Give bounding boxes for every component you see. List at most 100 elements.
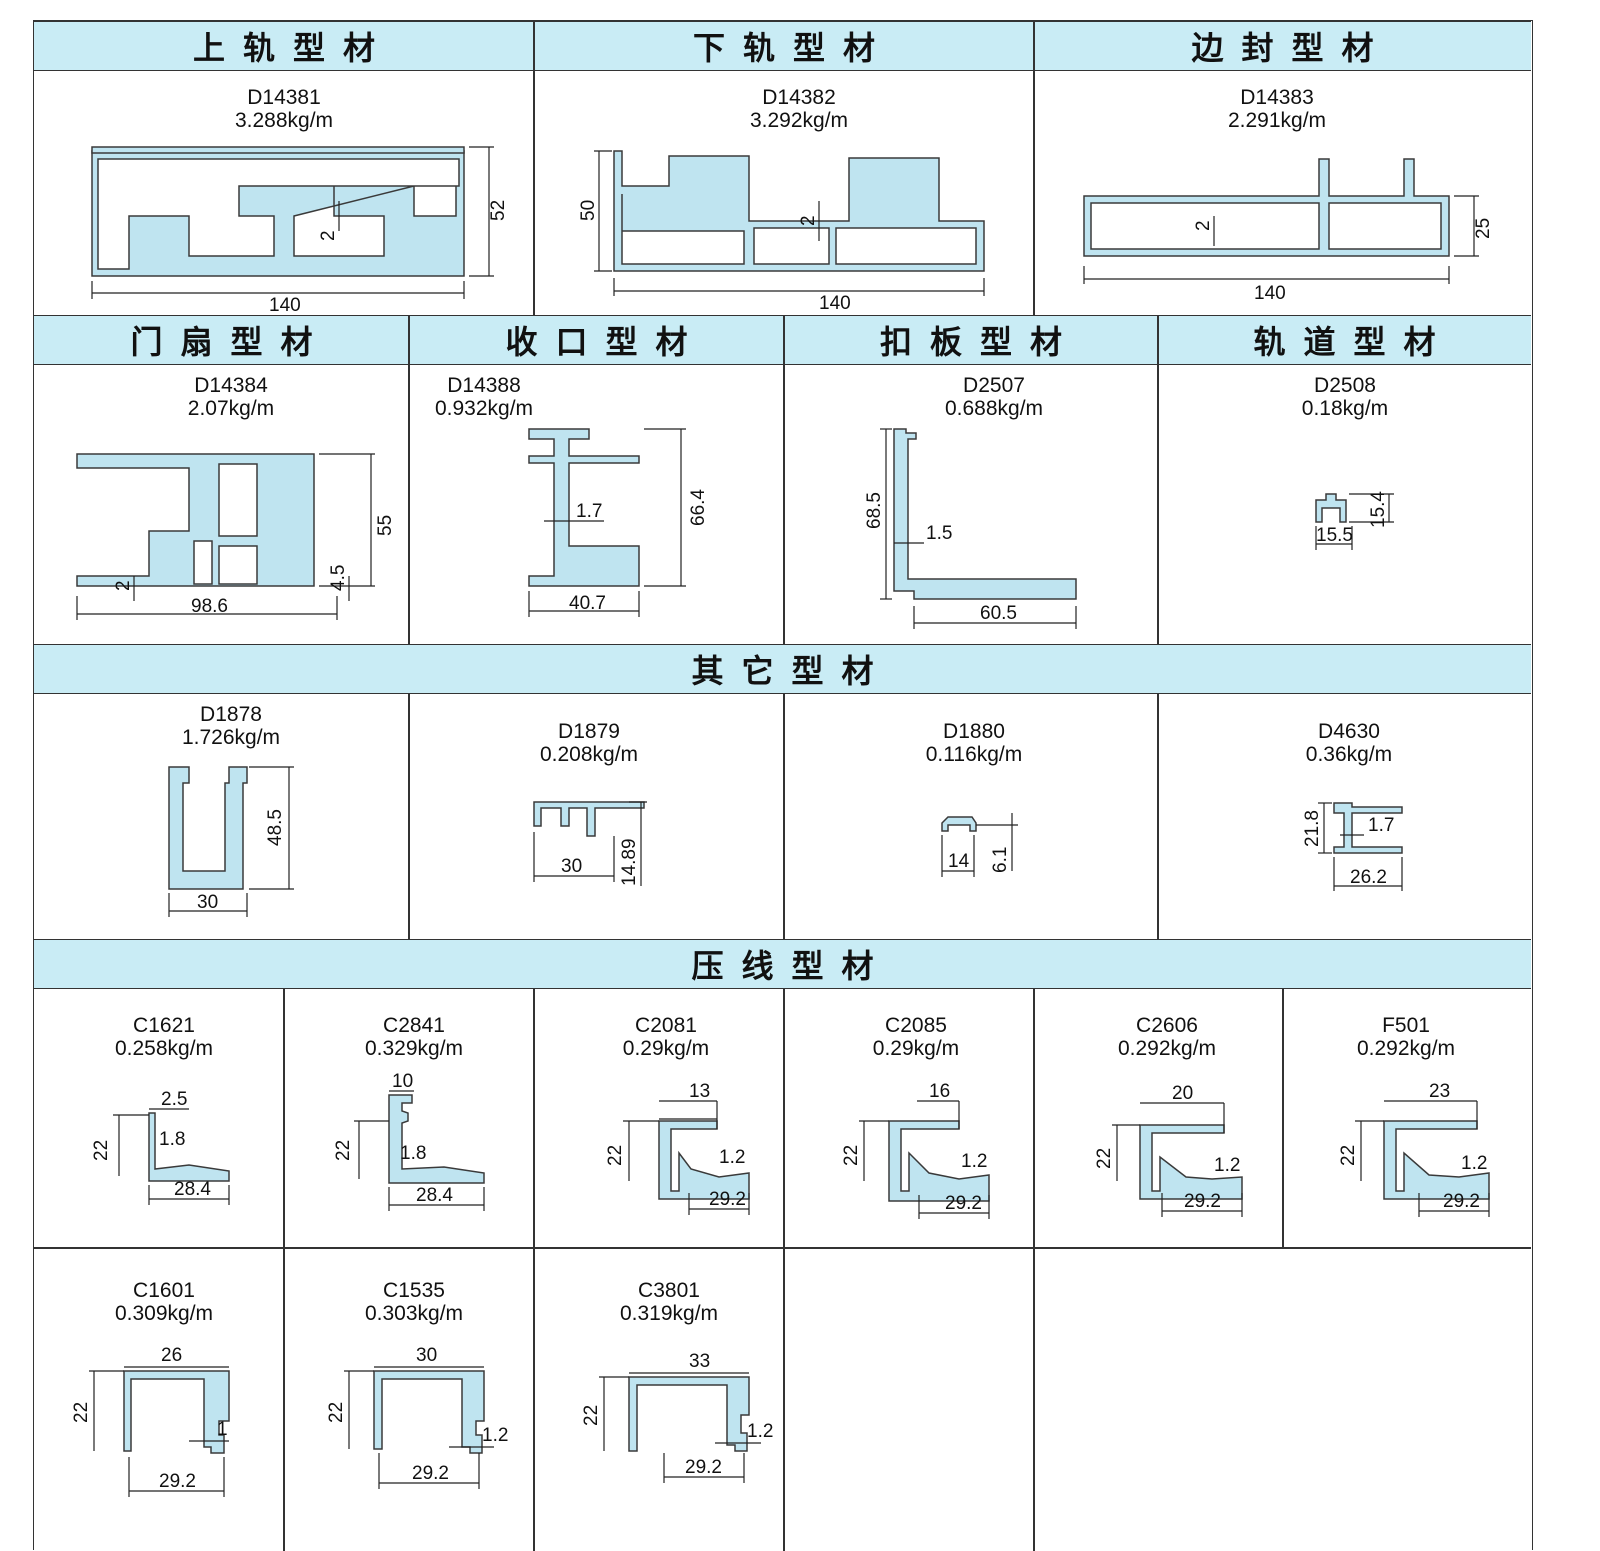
profile-code: C3801 <box>638 1279 700 1302</box>
header-clip-board: 扣板型材 <box>784 315 1158 365</box>
section-title: 压线型材 <box>691 947 892 985</box>
dim-height: 22 <box>605 1145 626 1166</box>
profile-drawing-c1621: 2.5 22 1.8 28.4 <box>91 1089 230 1205</box>
section-title: 上轨型材 <box>192 29 393 67</box>
profile-weight: 0.208kg/m <box>539 743 639 766</box>
profile-weight: 0.309kg/m <box>114 1302 214 1325</box>
profile-code: D2508 <box>1314 374 1376 397</box>
profile-drawing-f501: 23 22 1.2 29.2 <box>1338 1081 1490 1217</box>
profile-code: C2841 <box>383 1014 445 1037</box>
profile-weight: 0.18kg/m <box>1301 397 1389 420</box>
profile-weight: 1.726kg/m <box>181 726 281 749</box>
dim-height: 22 <box>1094 1148 1115 1169</box>
dim-height: 66.4 <box>688 489 709 526</box>
dim-width: 29.2 <box>159 1471 196 1492</box>
profile-drawing-d14381: 140 52 2 <box>91 146 509 316</box>
dim-top: 26 <box>161 1345 182 1366</box>
dim-height: 15.4 <box>1368 491 1389 528</box>
profile-weight: 0.29kg/m <box>872 1037 960 1060</box>
grid-line <box>408 694 410 939</box>
dim-width: 29.2 <box>709 1189 746 1210</box>
profile-weight: 0.292kg/m <box>1117 1037 1217 1060</box>
profile-weight: 2.291kg/m <box>1227 109 1327 132</box>
profile-weight: 0.303kg/m <box>364 1302 464 1325</box>
header-edge-seal: 边封型材 <box>1034 21 1531 71</box>
profile-drawing-d2507: 60.5 68.5 1.5 <box>864 428 1077 629</box>
grid-line <box>408 315 410 644</box>
profile-weight: 3.292kg/m <box>749 109 849 132</box>
grid-line <box>783 315 785 644</box>
dim-wall: 1.2 <box>719 1147 745 1168</box>
section-title: 轨道型材 <box>1253 323 1454 361</box>
dim-width: 30 <box>561 856 582 877</box>
dim-height: 48.5 <box>265 809 286 846</box>
dim-height: 22 <box>71 1402 92 1423</box>
dim-wall: 2 <box>318 230 339 241</box>
grid-line <box>283 989 285 1551</box>
dimension-lines <box>533 801 647 886</box>
dimension-lines <box>880 428 1077 629</box>
profile-code: C1535 <box>383 1279 445 1302</box>
profile-weight: 3.288kg/m <box>234 109 334 132</box>
profile-drawing-c1601: 26 22 1 29.2 <box>71 1345 230 1497</box>
profile-drawing-d14382: 140 50 2 <box>578 150 985 314</box>
profile-drawing-c2085: 16 22 1.2 29.2 <box>841 1081 990 1219</box>
profile-code: C2606 <box>1136 1014 1198 1037</box>
dim-width: 29.2 <box>1443 1191 1480 1212</box>
profile-weight: 0.36kg/m <box>1305 743 1393 766</box>
profile-weight: 0.329kg/m <box>364 1037 464 1060</box>
section-title: 下轨型材 <box>692 29 893 67</box>
dim-height: 22 <box>333 1140 354 1161</box>
dim-width: 29.2 <box>945 1193 982 1214</box>
profile-code: C2085 <box>885 1014 947 1037</box>
profile-code: C2081 <box>635 1014 697 1037</box>
profile-drawing-c2606: 20 22 1.2 29.2 <box>1094 1083 1243 1217</box>
dim-wall: 1.8 <box>400 1143 426 1164</box>
grid-line <box>1033 989 1035 1551</box>
grid-line <box>1157 694 1159 939</box>
header-track: 轨道型材 <box>1158 315 1531 365</box>
profile-code: D14384 <box>194 374 268 397</box>
dim-width: 29.2 <box>1184 1191 1221 1212</box>
profile-drawing-c2841: 10 22 1.8 28.4 <box>333 1071 485 1211</box>
section-title: 扣板型材 <box>879 323 1080 361</box>
dim-top: 20 <box>1172 1083 1193 1104</box>
dim-height: 22 <box>841 1145 862 1166</box>
header-closing: 收口型材 <box>409 315 784 365</box>
profile-code: D1880 <box>943 720 1005 743</box>
profile-drawing-d2508: 15.5 15.4 <box>1315 491 1394 550</box>
dim-width: 28.4 <box>174 1179 211 1200</box>
section-title: 收口型材 <box>505 323 706 361</box>
dim-wall: 2 <box>798 215 819 226</box>
profile-drawing-d1880: 14 6.1 <box>941 813 1018 877</box>
profile-code: F501 <box>1382 1014 1430 1037</box>
dimension-lines <box>1083 195 1479 284</box>
dim-wall: 1.7 <box>576 501 602 522</box>
profile-drawing-d4630: 26.2 21.8 1.7 <box>1302 802 1403 891</box>
dim-width: 14 <box>948 851 970 872</box>
header-bottom-rail: 下轨型材 <box>534 21 1034 71</box>
dim-height: 22 <box>326 1402 347 1423</box>
dim-width: 30 <box>197 892 218 913</box>
header-top-rail: 上轨型材 <box>34 21 534 71</box>
dim-width: 28.4 <box>416 1185 453 1206</box>
grid-line <box>1033 21 1035 315</box>
dimension-lines <box>354 1090 485 1211</box>
profile-code: C1601 <box>133 1279 195 1302</box>
dim-wall: 2 <box>113 580 134 591</box>
dim-wall: 1.2 <box>961 1151 987 1172</box>
profile-weight: 0.319kg/m <box>619 1302 719 1325</box>
dim-top: 33 <box>689 1351 710 1372</box>
dimension-lines <box>1315 493 1394 550</box>
dim-height: 55 <box>375 515 396 536</box>
profile-weight: 0.258kg/m <box>114 1037 214 1060</box>
dim-height: 21.8 <box>1302 810 1323 847</box>
section-title: 其它型材 <box>691 652 892 690</box>
dim-width: 40.7 <box>569 593 606 614</box>
profile-code: D14382 <box>762 86 836 109</box>
profile-code: D14381 <box>247 86 321 109</box>
profile-drawing-d14388: 40.7 66.4 1.7 <box>528 428 709 617</box>
dimension-lines <box>168 766 294 917</box>
grid-line <box>533 989 535 1551</box>
profile-weight: 0.29kg/m <box>622 1037 710 1060</box>
